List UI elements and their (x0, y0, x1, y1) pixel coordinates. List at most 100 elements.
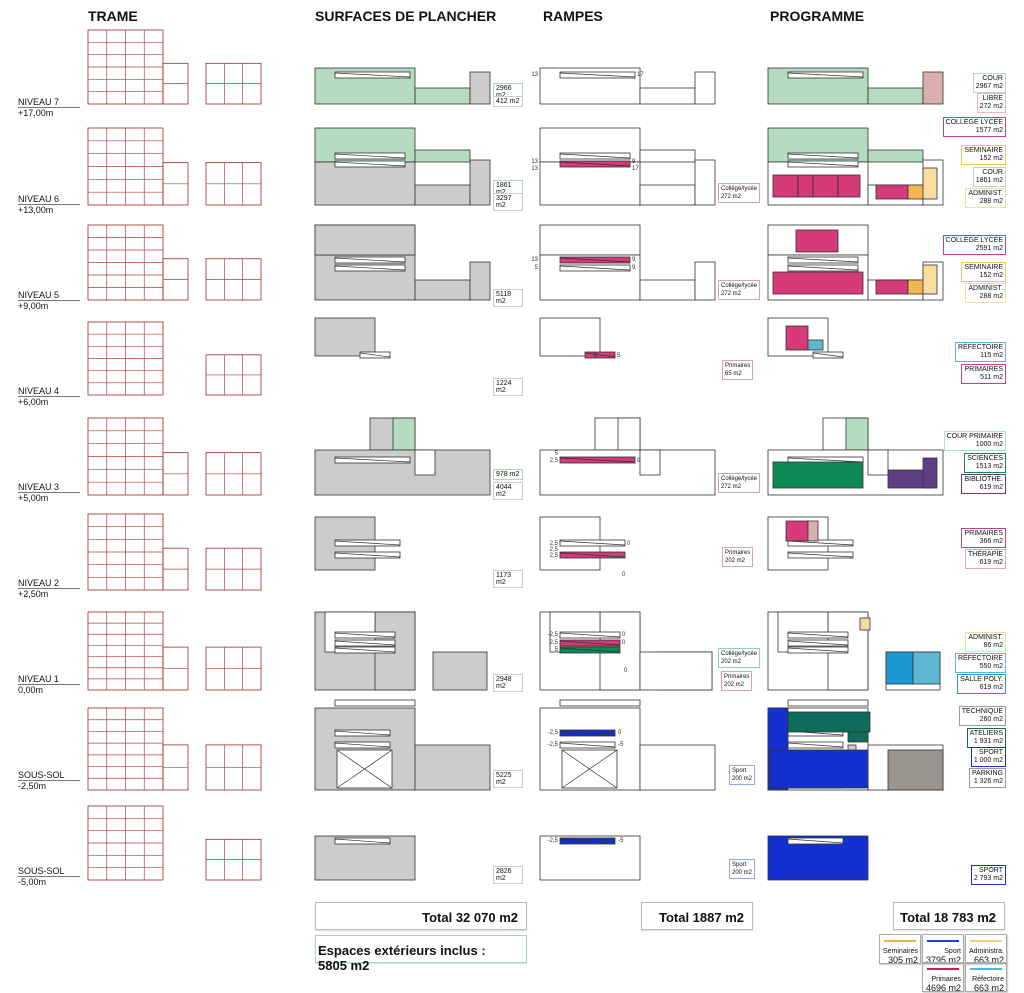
ramp-level-mark: 5 (555, 451, 559, 457)
plan-line (334, 153, 406, 159)
level-label: SOUS-SOL-2,50m (18, 770, 80, 791)
plan-zone (694, 71, 716, 105)
ramp-label-name: Primaires (725, 363, 751, 369)
plan-zone (922, 457, 938, 489)
plan-line (812, 352, 844, 358)
level-label: NIVEAU 6+13,00m (18, 194, 80, 215)
plan-zone (807, 520, 819, 542)
legend-name: Sport (944, 948, 961, 955)
plan-zone (559, 699, 641, 707)
legend-swatch (970, 968, 1002, 970)
plan-zone (772, 174, 799, 198)
programme-value: 1 326 m2 (973, 778, 1003, 785)
plan-line (334, 552, 401, 558)
plan-zone (469, 159, 491, 206)
programme-value: 1 931 m2 (973, 738, 1003, 745)
legend-swatch (927, 940, 959, 942)
programme-value: 115 m2 (980, 352, 1003, 359)
level-elevation: +17,00m (18, 108, 54, 118)
programme-value: 1861 m2 (975, 177, 1003, 184)
programme-name: SEMINAIRE (964, 147, 1003, 154)
plan-zone (314, 224, 416, 256)
ramp-label-value: 272 m2 (721, 194, 742, 200)
plan-zone (922, 71, 944, 105)
level-elevation: +2,50m (18, 589, 49, 599)
plan-line (334, 265, 406, 271)
plan-zone (694, 159, 716, 206)
plan-zone (334, 699, 416, 707)
ramp-level-mark: -5 (618, 838, 624, 844)
legend-swatch (927, 968, 959, 970)
plan-line (559, 640, 621, 646)
plan-zone (787, 711, 871, 733)
plan-zone (875, 184, 909, 200)
ramp-level-mark: -2,5 (548, 730, 559, 736)
level-elevation: -2,50m (18, 781, 47, 791)
plan-line (559, 632, 621, 638)
plan-zone (922, 167, 938, 200)
legend-swatch (884, 940, 916, 942)
programme-value: 550 m2 (979, 663, 1003, 670)
surface-area-label: 2948 m2 (493, 674, 523, 692)
legend-name: Primaires (931, 976, 961, 983)
programme-name: RÉFECTOIRE (958, 344, 1003, 351)
plan-zone (812, 174, 839, 198)
level-label: SOUS-SOL-5,00m (18, 866, 80, 887)
programme-name: COUR PRIMAIRE (946, 433, 1003, 440)
ramp-level-mark: 2,5 (550, 640, 559, 646)
plan-zone (314, 317, 376, 357)
legend-item: Administra.663 m2 (965, 934, 1007, 965)
legend-value: 3795 m2 (925, 955, 961, 965)
programme-value: 619 m2 (979, 684, 1003, 691)
plan-zone (867, 449, 889, 476)
plan-line (787, 552, 854, 558)
level-elevation: +13,00m (18, 205, 54, 215)
total-rampes: Total 1887 m2 (641, 902, 753, 930)
plan-zone (469, 71, 491, 105)
plan-zone (837, 174, 861, 198)
plan-line (787, 838, 844, 844)
programme-name: SEMINAIRE (964, 264, 1003, 271)
level-elevation: +5,00m (18, 493, 49, 503)
plan-zone (785, 325, 809, 351)
ramp-label-value: 202 m2 (724, 682, 745, 688)
ramp-level-mark: -2,5 (548, 632, 559, 638)
ramp-level-mark: 0 (627, 541, 631, 547)
plan-zone (539, 317, 601, 357)
surface-area-label: 1173 m2 (493, 570, 523, 588)
plan-zone (414, 449, 436, 476)
level-elevation: 0,00m (18, 685, 44, 695)
ramp-level-mark: 5 (555, 647, 559, 653)
plan-zone (414, 184, 471, 206)
programme-name: SCIENCES (967, 455, 1003, 462)
programme-name: RÉFECTOIRE (958, 655, 1003, 662)
programme-value: 619 m2 (979, 484, 1003, 491)
programme-value: 288 m2 (979, 293, 1003, 300)
ramp-level-mark: 0 (622, 572, 626, 578)
programme-name: SPORT (979, 867, 1003, 874)
plan-line (787, 161, 859, 167)
programme-value: 366 m2 (979, 538, 1003, 545)
plan-line (334, 457, 411, 463)
plan-line (787, 640, 849, 646)
programme-name: ADMINIST. (968, 190, 1003, 197)
plan-line (787, 632, 849, 638)
plan-zone (639, 87, 696, 105)
ramp-level-mark: 13 (531, 159, 538, 165)
level-name: NIVEAU 1 (18, 674, 80, 685)
plan-line (559, 838, 616, 844)
plan-line (334, 730, 391, 736)
plan-line (334, 647, 396, 653)
